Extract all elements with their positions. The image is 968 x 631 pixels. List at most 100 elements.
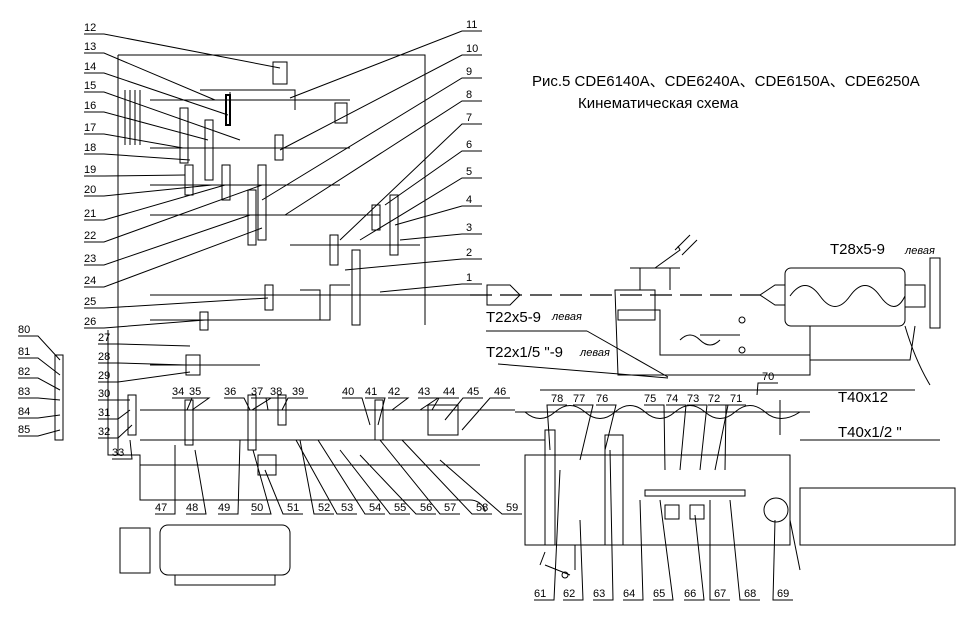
callout-50: 50 — [251, 502, 263, 514]
callout-22: 22 — [84, 230, 96, 242]
callout-leader — [299, 439, 334, 515]
apron — [524, 429, 956, 579]
callout-leader — [186, 449, 207, 515]
callout-59: 59 — [506, 502, 518, 514]
callout-leader — [265, 397, 286, 411]
headstock-gears — [179, 61, 399, 376]
callout-leader — [18, 377, 61, 391]
lower-screw-thread-note: левая — [579, 347, 610, 359]
callout-83: 83 — [18, 386, 30, 398]
callout-16: 16 — [84, 100, 96, 112]
callout-leader — [84, 184, 213, 197]
callout-leader — [593, 449, 614, 601]
callout-leader — [563, 519, 584, 601]
callout-39: 39 — [292, 386, 304, 398]
callout-30: 30 — [98, 388, 110, 400]
callout-leader — [224, 397, 251, 411]
callout-leader — [359, 177, 482, 241]
callout-75: 75 — [644, 393, 656, 405]
callout-68: 68 — [744, 588, 756, 600]
callout-leader — [365, 397, 386, 426]
callout-65: 65 — [653, 588, 665, 600]
callout-leader — [359, 454, 436, 515]
callout-leader — [384, 150, 482, 206]
callout-leader — [573, 404, 594, 461]
callout-leader — [98, 343, 191, 347]
upper-screw-thread-spec: T22x5-9 — [486, 309, 541, 326]
callout-leader — [317, 439, 385, 515]
callout-4: 4 — [466, 194, 472, 206]
callout-7: 7 — [466, 112, 472, 124]
callout-12: 12 — [84, 22, 96, 34]
callout-34: 34 — [172, 386, 184, 398]
spindle-center — [486, 284, 521, 306]
callout-leader — [98, 371, 191, 383]
callout-leader — [644, 404, 666, 471]
callout-58: 58 — [476, 502, 488, 514]
callout-44: 44 — [443, 386, 455, 398]
callout-leader — [596, 404, 617, 451]
callout-23: 23 — [84, 253, 96, 265]
callout-leader — [218, 439, 241, 515]
callout-82: 82 — [18, 366, 30, 378]
callout-leader — [84, 174, 186, 177]
gearbox-housing — [107, 330, 486, 512]
callout-52: 52 — [318, 502, 330, 514]
callout-40: 40 — [342, 386, 354, 398]
callout-8: 8 — [466, 89, 472, 101]
callout-leader — [399, 233, 482, 241]
callout-leader — [379, 283, 482, 293]
callout-leader — [394, 205, 482, 226]
callout-54: 54 — [369, 502, 381, 514]
callout-leader — [84, 153, 191, 161]
callout-leader — [18, 397, 61, 401]
callout-leader — [342, 397, 371, 426]
headstock-housing — [117, 54, 426, 330]
callout-20: 20 — [84, 184, 96, 196]
callout-10: 10 — [466, 43, 478, 55]
callout-leader — [401, 439, 492, 515]
callout-leader — [379, 439, 460, 515]
callout-13: 13 — [84, 41, 96, 53]
callout-leader — [112, 439, 133, 460]
callout-53: 53 — [341, 502, 353, 514]
callout-56: 56 — [420, 502, 432, 514]
callout-77: 77 — [573, 393, 585, 405]
callout-32: 32 — [98, 426, 110, 438]
callout-leader — [84, 184, 263, 243]
callout-25: 25 — [84, 296, 96, 308]
callout-leader — [687, 404, 708, 471]
callout-28: 28 — [98, 351, 110, 363]
callout-leader — [534, 469, 561, 601]
lead-screws — [515, 389, 940, 441]
motor-belt — [124, 90, 141, 145]
callout-leader — [261, 77, 482, 201]
lead-screw-inch-spec: T40x1/2 " — [838, 424, 902, 441]
callout-leader — [18, 429, 61, 437]
callout-leader — [729, 499, 760, 601]
callout-leader — [344, 258, 482, 271]
callout-leader — [666, 404, 687, 471]
callout-leader — [708, 404, 729, 471]
callout-47: 47 — [155, 502, 167, 514]
callout-15: 15 — [84, 80, 96, 92]
callout-78: 78 — [551, 393, 563, 405]
callout-46: 46 — [494, 386, 506, 398]
callout-leader — [264, 469, 303, 515]
callout-leader — [84, 52, 216, 101]
callout-leader — [653, 499, 674, 601]
callout-24: 24 — [84, 275, 96, 287]
callout-leader — [189, 397, 211, 411]
callout-72: 72 — [708, 393, 720, 405]
callout-leader — [623, 499, 644, 601]
callout-69: 69 — [777, 588, 789, 600]
callout-leader — [289, 30, 482, 99]
carriage — [614, 234, 811, 376]
callout-61: 61 — [534, 588, 546, 600]
callout-62: 62 — [563, 588, 575, 600]
callout-70: 70 — [762, 371, 774, 383]
callout-2: 2 — [466, 247, 472, 259]
callout-14: 14 — [84, 61, 96, 73]
callout-leader — [84, 91, 241, 141]
callout-3: 3 — [466, 222, 472, 234]
